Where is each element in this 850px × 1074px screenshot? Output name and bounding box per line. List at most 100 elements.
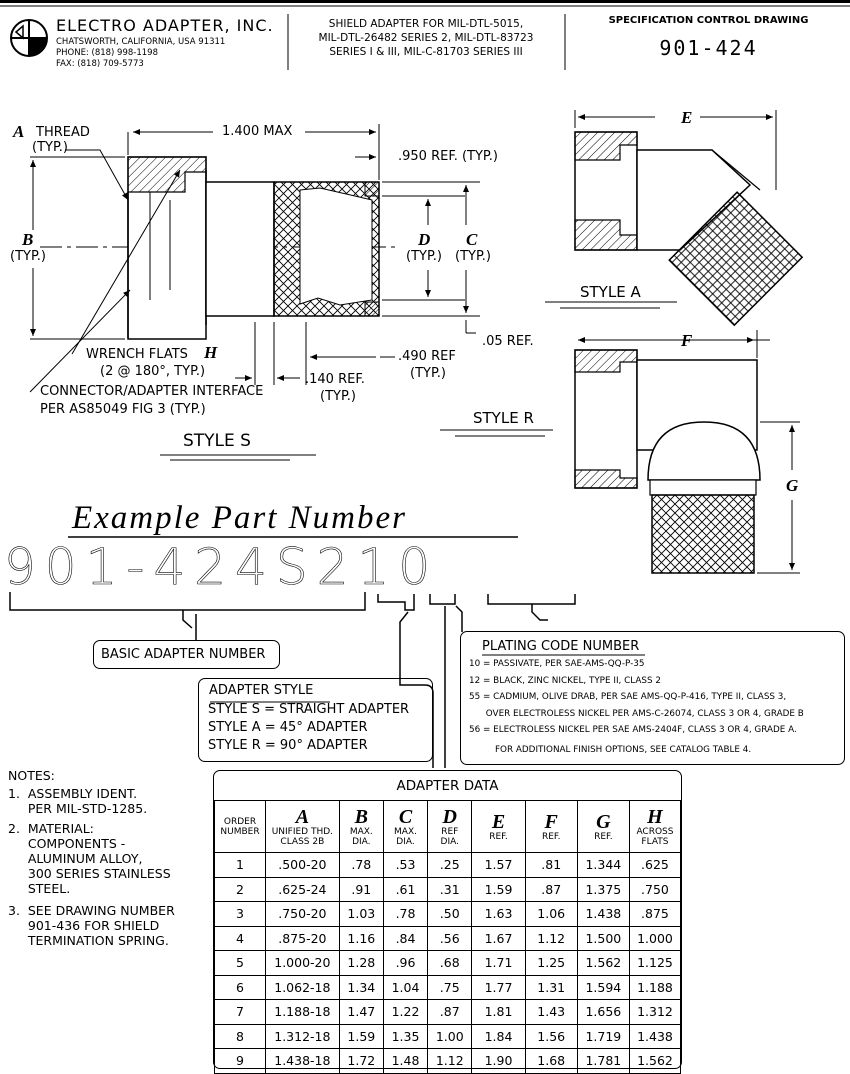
table-cell: .31 — [427, 876, 473, 902]
style-s-label: STYLE S — [183, 431, 251, 451]
table-cell: 1.34 — [338, 974, 384, 1000]
table-cell: 1.59 — [471, 876, 526, 902]
label-f: F — [681, 331, 693, 350]
plating-footer: FOR ADDITIONAL FINISH OPTIONS, SEE CATAL… — [495, 745, 752, 755]
plating-line: 10 = PASSIVATE, PER SAE-AMS-QQ-P-35 — [469, 659, 645, 669]
table-cell: 1.719 — [576, 1023, 630, 1049]
table-cell: 3 — [213, 901, 267, 927]
column-letter: C — [398, 805, 413, 828]
adapter-style-line: STYLE R = 90° ADAPTER — [208, 738, 368, 753]
table-cell: .50 — [427, 901, 473, 927]
label-c: C — [466, 230, 478, 249]
table-cell: .87 — [427, 999, 473, 1025]
table-cell: 1.72 — [338, 1048, 384, 1074]
column-subtitle: REF. — [489, 831, 508, 842]
table-cell: 1.781 — [576, 1048, 630, 1074]
table-cell: 1.312-18 — [265, 1023, 340, 1049]
table-cell: .78 — [338, 852, 384, 878]
basic-adapter-box: BASIC ADAPTER NUMBER — [93, 640, 280, 669]
table-cell: .56 — [427, 925, 473, 951]
table-cell: 1.71 — [471, 950, 526, 976]
column-letter: H — [647, 805, 663, 828]
table-cell: 1.375 — [576, 876, 630, 902]
plating-line: 56 = ELECTROLESS NICKEL PER SAE AMS-2404… — [469, 725, 797, 735]
table-cell: 1.438-18 — [265, 1048, 340, 1074]
column-letter: G — [596, 810, 611, 833]
column-header: ORDER NUMBER — [213, 800, 267, 853]
column-subtitle: MAX. DIA. — [394, 826, 417, 847]
table-cell: 1.25 — [524, 950, 578, 976]
example-part-number: 901-424S210 — [4, 538, 440, 597]
table-cell: 1.48 — [382, 1048, 429, 1074]
table-cell: 1.312 — [628, 999, 682, 1025]
table-cell: 2 — [213, 876, 267, 902]
table-cell: 1.344 — [576, 852, 630, 878]
plating-line: 12 = BLACK, ZINC NICKEL, TYPE II, CLASS … — [469, 675, 661, 686]
plating-line: OVER ELECTROLESS NICKEL PER AMS-C-26074,… — [469, 708, 804, 719]
label-e: E — [681, 108, 693, 127]
table-cell: 1.47 — [338, 999, 384, 1025]
table-cell: 1.562 — [628, 1048, 682, 1074]
table-cell: 4 — [213, 925, 267, 951]
table-cell: 1.04 — [382, 974, 429, 1000]
label-c-typ: (TYP.) — [455, 249, 491, 264]
table-cell: .68 — [427, 950, 473, 976]
table-cell: 1.28 — [338, 950, 384, 976]
dim-950-ref: .950 REF. (TYP.) — [398, 149, 498, 164]
table-cell: .96 — [382, 950, 429, 976]
table-cell: 1.562 — [576, 950, 630, 976]
table-cell: 7 — [213, 999, 267, 1025]
column-letter: A — [295, 805, 310, 828]
table-cell: 1.84 — [471, 1023, 526, 1049]
column-letter: F — [544, 810, 558, 833]
table-cell: .61 — [382, 876, 429, 902]
dim-05-ref: .05 REF. — [482, 334, 534, 349]
table-cell: 1.90 — [471, 1048, 526, 1074]
table-cell: 1.77 — [471, 974, 526, 1000]
table-cell: 1.35 — [382, 1023, 429, 1049]
table-cell: 1.188 — [628, 974, 682, 1000]
table-cell: 8 — [213, 1023, 267, 1049]
column-subtitle: REF. — [594, 831, 613, 842]
label-interface-2: PER AS85049 FIG 3 (TYP.) — [40, 402, 206, 417]
drawing-number: 901-424 — [659, 36, 758, 60]
column-letter: D — [442, 805, 457, 828]
table-cell: 1.125 — [628, 950, 682, 976]
adapter-style-line: STYLE A = 45° ADAPTER — [208, 720, 368, 735]
label-wrench-flats: WRENCH FLATS — [86, 347, 188, 362]
table-cell: .87 — [524, 876, 578, 902]
table-cell: 1.000 — [628, 925, 682, 951]
company-name: ELECTRO ADAPTER, INC. — [56, 16, 274, 35]
table-cell: 1 — [213, 852, 267, 878]
adapter-style-line: STYLE S = STRAIGHT ADAPTER — [208, 702, 410, 717]
label-a: A — [13, 122, 25, 141]
style-a-drawing — [545, 110, 804, 327]
table-cell: .75 — [427, 974, 473, 1000]
adapter-style-box: ADAPTER STYLE STYLE S = STRAIGHT ADAPTER… — [198, 678, 433, 762]
table-cell: 1.31 — [524, 974, 578, 1000]
dim-1400-max: 1.400 MAX — [222, 124, 293, 139]
table-cell: 9 — [213, 1048, 267, 1074]
table-cell: .53 — [382, 852, 429, 878]
column-subtitle: REF DIA. — [440, 826, 459, 847]
column-subtitle: REF. — [541, 831, 561, 842]
adapter-style-title: ADAPTER STYLE — [209, 683, 314, 698]
table-cell: 1.06 — [524, 901, 578, 927]
table-cell: 5 — [213, 950, 267, 976]
table-cell: 6 — [213, 974, 267, 1000]
